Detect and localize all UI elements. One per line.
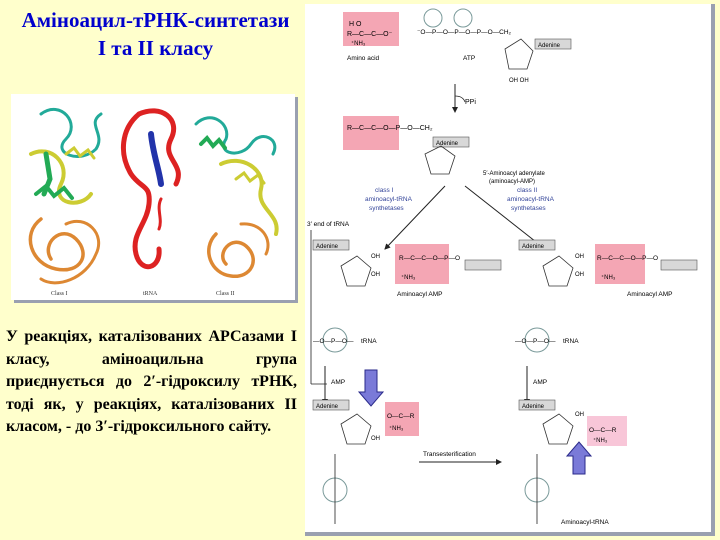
highlight-arrow-down (359, 370, 383, 406)
adenine-label-3: Adenine (316, 244, 339, 250)
trna-label-right: tRNA (563, 338, 579, 345)
atp-chain: ⁻O—P—O—P—O—P—O—CH₂ (417, 29, 512, 36)
trna-phosphate-right: —O—P—O— (515, 338, 556, 345)
aa-amp-nh3-right: ⁺NH₃ (601, 274, 616, 281)
aa-amp-nh3-left: ⁺NH₃ (401, 274, 416, 281)
trna-ribbon (123, 111, 178, 267)
aa-ester-right: O—C—R (589, 427, 617, 434)
title-line-2: I та II класу (8, 34, 303, 62)
body-text: У реакціях, каталізованих АРСазами I кла… (6, 326, 297, 439)
label-trna: tRNA (143, 291, 158, 297)
adenine-label-1: Adenine (538, 43, 561, 49)
label-class-i: Class I (51, 291, 68, 297)
slide-title: Аміноацил-тРНК-синтетази I та II класу (8, 6, 303, 62)
intermediate-label-1: 5′-Aminoacyl adenylate (483, 171, 545, 177)
oh-4b: OH (575, 272, 584, 278)
intermediate-label-2: (aminoacyl-AMP) (489, 179, 535, 185)
protein-structure-figure: Class I tRNA Class II (11, 94, 295, 300)
oh-5: OH (371, 436, 380, 442)
transesterification-label: Transesterification (423, 451, 476, 458)
ribose-ring-4 (543, 256, 573, 286)
trna-bracket (311, 230, 327, 384)
adenine-label-4: Adenine (522, 244, 545, 250)
ppi-arrow (455, 96, 465, 102)
aa-formula-mid: R—C—C—O⁻ (347, 31, 393, 38)
adenine-label-5: Adenine (316, 404, 339, 410)
aminoacyl-amp-right-label: Aminoacyl AMP (627, 291, 673, 298)
trna-label-left: tRNA (361, 338, 377, 345)
ppi-label: PPi (465, 99, 476, 106)
reaction-mechanism-svg: H O R—C—C—O⁻ ⁺NH₃ Amino acid ⁻O—P—O—P—O—… (305, 4, 711, 532)
ribose-ring-6 (543, 414, 573, 444)
class-ii-label-1: class II (517, 187, 537, 194)
adenosine-box-left (465, 260, 501, 270)
adenylate-formula: R—C—C—O—P—O—CH₂ (347, 125, 433, 132)
aa-formula-top: H O (349, 21, 362, 28)
phosphate-circle-2 (454, 9, 472, 27)
protein-ribbon-image: Class I tRNA Class II (11, 94, 295, 300)
ribose-oh-1: OH OH (509, 78, 529, 84)
oh-3b: OH (371, 272, 380, 278)
class-ii-enzyme-ribbon (196, 118, 277, 277)
ribose-ring-2 (425, 146, 455, 174)
aa-ester-nh3-right: ⁺NH₃ (593, 437, 608, 444)
aa-ester-nh3-left: ⁺NH₃ (389, 425, 404, 432)
reaction-diagram: H O R—C—C—O⁻ ⁺NH₃ Amino acid ⁻O—P—O—P—O—… (305, 4, 715, 536)
phosphate-circle-1 (424, 9, 442, 27)
title-line-1: Аміноацил-тРНК-синтетази (8, 6, 303, 34)
adenine-label-6: Adenine (522, 404, 545, 410)
class-i-label-1: class I (375, 187, 394, 194)
class-ii-label-3: synthetases (511, 205, 546, 212)
amp-right-label: AMP (533, 379, 547, 386)
aa-amp-formula-right: R—C—C—O—P—O (597, 255, 658, 262)
amp-left-label: AMP (331, 379, 345, 386)
class-i-label-3: synthetases (369, 205, 404, 212)
aa-amp-formula-left: R—C—C—O—P—O (399, 255, 460, 262)
trna-end-label: 3′ end of tRNA (307, 221, 350, 228)
adenine-label-2: Adenine (436, 141, 459, 147)
adenylate-aa-box (343, 116, 399, 150)
oh-4a: OH (575, 254, 584, 260)
class-i-enzyme-ribbon (30, 109, 101, 282)
atp-label: ATP (463, 55, 475, 62)
trna-phosphate-left: —O—P—O— (313, 338, 354, 345)
class-ii-label-2: aminoacyl-tRNA (507, 196, 555, 203)
final-aminoacyl-trna-label: Aminoacyl-tRNA (561, 519, 609, 526)
oh-3a: OH (371, 254, 380, 260)
label-class-ii: Class II (216, 291, 235, 297)
adenosine-box-right (661, 260, 697, 270)
highlight-arrow-up (567, 442, 591, 474)
aa-nh3: ⁺NH₃ (351, 40, 366, 47)
class-i-label-2: aminoacyl-tRNA (365, 196, 413, 203)
aa-ester-left: O—C—R (387, 413, 415, 420)
aminoacyl-amp-left-label: Aminoacyl AMP (397, 291, 443, 298)
ribose-ring-3 (341, 256, 371, 286)
ribose-ring-1 (505, 39, 533, 69)
ribose-ring-5 (341, 414, 371, 444)
oh-6: OH (575, 412, 584, 418)
amino-acid-label: Amino acid (347, 55, 380, 62)
